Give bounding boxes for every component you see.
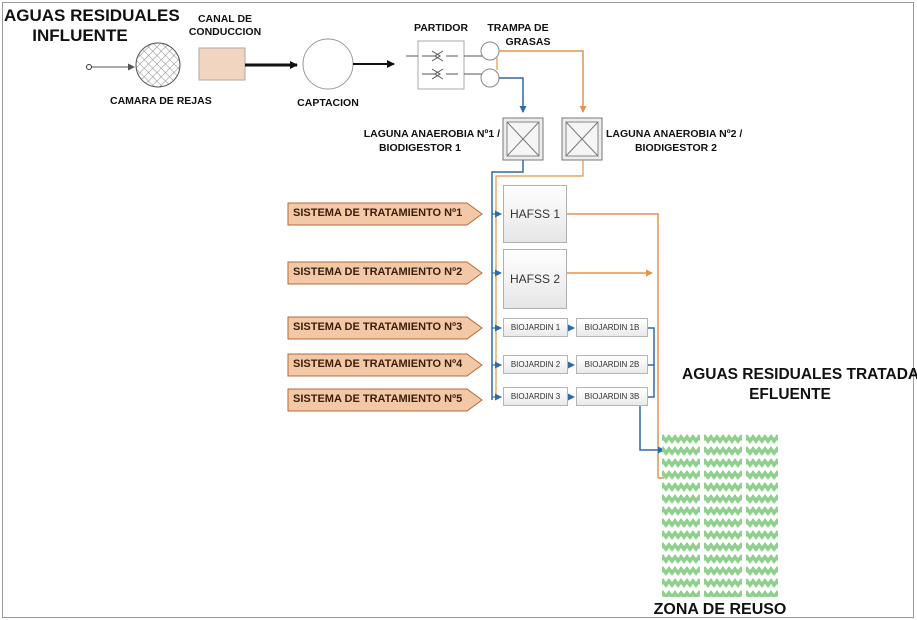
camara-label: CAMARA DE REJAS: [110, 95, 212, 107]
laguna1-label-line1: LAGUNA ANAEROBIA Nº1 /: [363, 128, 500, 140]
biojardin-2b-box: BIOJARDIN 2B: [576, 355, 648, 374]
biojardin-3-box: BIOJARDIN 3: [503, 387, 568, 406]
canal-box: [198, 47, 246, 81]
biojardin-2-box: BIOJARDIN 2: [503, 355, 568, 374]
influent-title-line1: AGUAS RESIDUALES: [4, 6, 180, 25]
laguna1-symbol: [502, 117, 544, 161]
system-arrow-3: SISTEMA DE TRATAMIENTO Nº3: [287, 316, 483, 340]
biojardin-1b-box: BIOJARDIN 1B: [576, 318, 648, 337]
hafss-1-box: HAFSS 1: [503, 185, 567, 243]
system-arrow-5: SISTEMA DE TRATAMIENTO Nº5: [287, 388, 483, 412]
trampa-circle-bottom: [480, 68, 500, 88]
effluent-title-line1: AGUAS RESIDUALES TRATADA: [682, 366, 917, 383]
camara-de-rejas-symbol: [135, 42, 181, 88]
laguna-outflow-blue: [491, 160, 524, 400]
zona-de-reuso-label: ZONA DE REUSO: [653, 601, 787, 618]
partidor-symbol: [406, 40, 482, 90]
biojardin-3b-box: BIOJARDIN 3B: [576, 387, 648, 406]
hafss-2-box: HAFSS 2: [503, 249, 567, 309]
influent-title-line2: INFLUENTE: [32, 26, 128, 45]
trampa-label-line2: GRASAS: [505, 36, 551, 48]
laguna-outflow-orange: [495, 160, 584, 400]
canal-label-line1: CANAL DE: [197, 13, 253, 25]
zona-de-reuso-symbol: [662, 432, 778, 597]
captacion-label: CAPTACION: [297, 97, 359, 109]
biojardin-1-box: BIOJARDIN 1: [503, 318, 568, 337]
system-arrow-1: SISTEMA DE TRATAMIENTO Nº1: [287, 202, 483, 226]
laguna2-label-line1: LAGUNA ANAEROBIA Nº2 /: [606, 128, 743, 140]
canal-label-line2: CONDUCCION: [188, 26, 262, 38]
system-arrow-2: SISTEMA DE TRATAMIENTO Nº2: [287, 261, 483, 285]
effluent-title-line2: EFLUENTE: [749, 386, 831, 403]
captacion-symbol: [302, 38, 354, 90]
system-label-1: SISTEMA DE TRATAMIENTO Nº1: [293, 207, 463, 219]
system-arrow-4: SISTEMA DE TRATAMIENTO Nº4: [287, 353, 483, 377]
trampa-to-laguna2-line: [499, 50, 587, 113]
system-label-5: SISTEMA DE TRATAMIENTO Nº5: [293, 393, 463, 405]
trampa-to-laguna1-line: [499, 77, 527, 113]
system-label-4: SISTEMA DE TRATAMIENTO Nº4: [293, 358, 463, 370]
biojardin-outlet: [639, 327, 664, 450]
influent-inlet: [86, 63, 135, 71]
trampa-label-line1: TRAMPA DE: [487, 22, 549, 34]
laguna2-label-line2: BIODIGESTOR 2: [634, 142, 718, 154]
system-label-2: SISTEMA DE TRATAMIENTO Nº2: [293, 266, 463, 278]
system-label-3: SISTEMA DE TRATAMIENTO Nº3: [293, 321, 463, 333]
partidor-label: PARTIDOR: [413, 22, 469, 34]
hafss1-outlet: [567, 213, 659, 478]
laguna2-symbol: [561, 117, 603, 161]
laguna1-label-line2: BIODIGESTOR 1: [378, 142, 462, 154]
